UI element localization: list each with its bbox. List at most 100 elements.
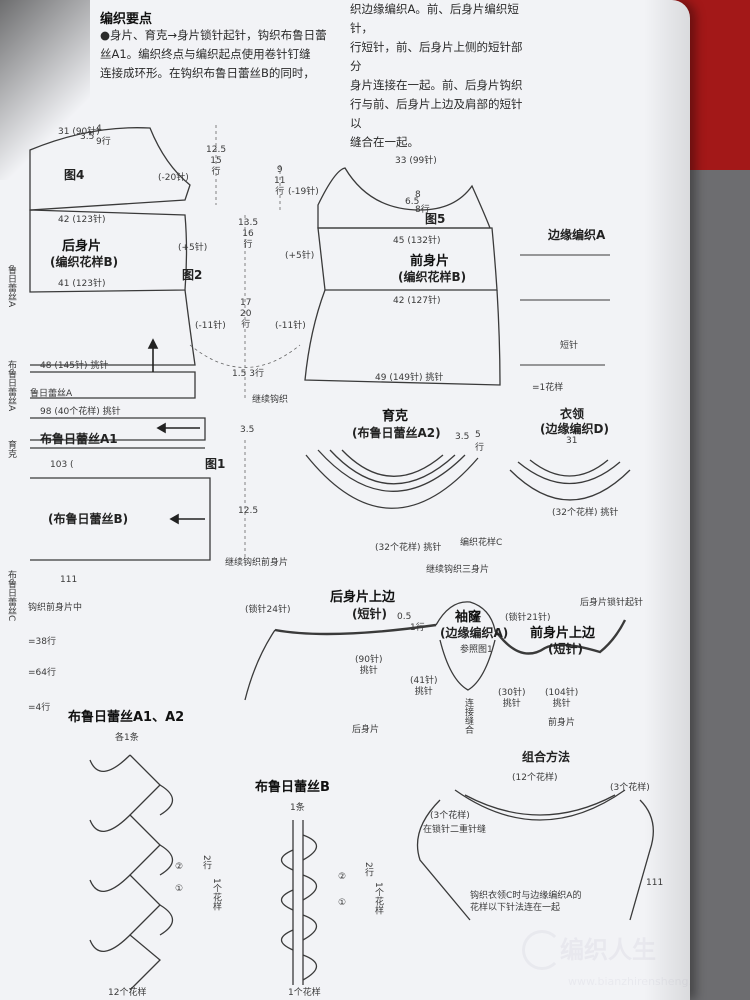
fig5-dim-a: 6.5: [405, 197, 420, 207]
combine-note-left: 在锁针二重针缝: [423, 825, 487, 835]
watermark-logo: 编织人生: [560, 935, 656, 964]
fig5-dim-b: 8: [415, 190, 421, 200]
front-piece-title: 前身片: [410, 254, 450, 269]
fig5-dec-lower: (-11针): [275, 321, 306, 331]
para-line: 织边缘编织A。前、后身片编织短针，: [350, 2, 519, 35]
para-line: 身片连接在一起。前、后身片钩织: [350, 78, 523, 92]
bruges-a-chain: [129, 754, 161, 991]
assembly-front-note: 后身片锁针起针: [580, 598, 644, 608]
collar-arc-1: [517, 461, 621, 485]
lace-band-a: [30, 371, 196, 399]
fig1-label: 图1: [205, 457, 226, 471]
para-line: 行短针，前、后身片上侧的短针部分: [350, 40, 523, 73]
yoke-arc-1: [317, 449, 466, 492]
fig5-mid-width: 42 (127针): [393, 296, 441, 306]
fig2-inc: (+5针): [178, 243, 208, 253]
fig5-dec: (-19针): [288, 187, 319, 197]
bruges-b-row2: ②: [338, 872, 347, 882]
bruges-b-rows: 2行: [363, 862, 373, 877]
section-title: 编织要点: [100, 12, 153, 27]
page-number: 111: [646, 878, 664, 888]
front-top-sub: (短针): [548, 642, 583, 656]
fig4-dec: (-20针): [158, 173, 189, 183]
para-line: 缝合在一起。: [350, 135, 419, 149]
p41: (41针)挑针: [410, 676, 438, 697]
assembly-rows: 1行: [410, 623, 425, 633]
fig4-dim-a: 3.5: [80, 132, 95, 142]
front-body-outline: [317, 227, 498, 291]
sleeve-outline: [439, 639, 496, 691]
para-line: 连接成环形。在钩织布鲁日蕾丝B的同时，: [100, 66, 315, 80]
fig5-upper-width: 45 (132针): [393, 236, 441, 246]
margin-item: 育克: [6, 440, 16, 458]
bruges-a-title: 布鲁日蕾丝A1、A2: [68, 710, 185, 725]
margin-note: =4行: [28, 703, 51, 713]
edge-a-title: 边缘编织A: [548, 228, 606, 242]
assembly-chain: (锁针24针): [245, 605, 291, 615]
front-top-edge: [494, 619, 627, 655]
yoke-dim-a: 3.5: [455, 432, 470, 442]
fig1-w2: 98 (40个花样) 挑针: [40, 407, 121, 417]
back-piece-subtitle: (编织花样B): [50, 255, 119, 269]
collar-top: 31: [566, 436, 578, 446]
front-top-title: 前身片上边: [530, 626, 596, 641]
instructions-left: ●身片、育克→身片锁针起针，钩织布鲁日蕾 丝A1。编织终点与编织起点使用卷针钉缝…: [100, 26, 340, 83]
para-line: ●身片、育克→身片锁针起针，钩织布鲁日蕾: [100, 28, 327, 42]
assembly-front-label: 前身片: [548, 718, 576, 728]
bruges-a-rep: 1个花样: [211, 878, 221, 911]
assembly-top-note: 继续钩织三身片: [426, 565, 490, 575]
vdim-5: 1.5 3行: [232, 369, 264, 379]
vdim-6: 3.5: [240, 425, 255, 435]
sleeve-title: 袖窿: [455, 610, 482, 625]
margin-item: 布鲁日蕾丝A: [6, 360, 16, 412]
yoke-dim-c: 行: [475, 443, 485, 453]
fig4-label: 图4: [64, 168, 85, 182]
lace-band-a1: [30, 417, 206, 441]
para-line: 行与前、后身片上边及肩部的短针以: [350, 97, 523, 130]
front-chain: (锁针21针): [505, 613, 551, 623]
fig4-dim-c: 9行: [96, 137, 111, 147]
margin-note: =38行: [28, 637, 56, 647]
yoke-title: 育克: [382, 409, 409, 424]
sleeve-sub: (边缘编织A): [440, 626, 509, 640]
continue-bottom: 继续钩织前身片: [225, 558, 289, 568]
bruges-b-count: 1条: [290, 803, 305, 813]
margin-item: 布鲁日蕾丝C: [6, 570, 16, 622]
book-page: 编织要点 ●身片、育克→身片锁针起针，钩织布鲁日蕾 丝A1。编织终点与编织起点使…: [0, 0, 690, 1000]
combine-note-1: 钩织衣领C时与边缘编织A的: [470, 891, 582, 901]
bruges-a-rows: 2行: [201, 855, 211, 870]
bruges-b-row1: ①: [338, 898, 347, 908]
bruges-b-bottom: 1个花样: [288, 988, 321, 998]
back-body-outline: [29, 209, 188, 293]
yoke-bottom: (32个花样) 挑针: [375, 543, 442, 553]
back-lower-outline: [30, 289, 196, 366]
fig1-w1: 48 (145针) 挑针: [40, 361, 109, 371]
fig5-inc: (+5针): [285, 251, 315, 261]
yoke-dim-b: 5: [475, 430, 481, 440]
lace-a1-label: 布鲁日蕾丝A1: [40, 432, 118, 446]
para-line: 丝A1。编织终点与编织起点使用卷针钉缝: [100, 47, 311, 61]
collar-title: 衣领: [560, 407, 585, 421]
bruges-b-title: 布鲁日蕾丝B: [255, 780, 330, 795]
bruges-a-row1: ①: [175, 884, 184, 894]
watermark-logo-icon: [522, 930, 562, 970]
back-top-sub: (短针): [352, 607, 387, 621]
fig5-label: 图5: [425, 212, 446, 226]
fig5-dim-c: 8行: [415, 205, 430, 215]
fig2-label: 图2: [182, 268, 203, 282]
collar-bottom: (32个花样) 挑针: [552, 508, 619, 518]
back-upper-outline: [29, 127, 191, 211]
combine-title: 组合方法: [522, 750, 571, 764]
fig4-mid-width: 42 (123针): [58, 215, 106, 225]
bruges-a-row2: ②: [175, 862, 184, 872]
combine-note-2: 花样以下针法连在一起: [470, 903, 561, 913]
front-lower-outline: [304, 289, 501, 386]
lace-b-label: (布鲁日蕾丝B): [48, 512, 129, 526]
p30: (30针)挑针: [498, 688, 526, 709]
collar-subtitle: (边缘编织D): [540, 422, 609, 436]
lace-band-b: [30, 477, 211, 561]
combine-side-left: (3个花样): [430, 811, 470, 821]
